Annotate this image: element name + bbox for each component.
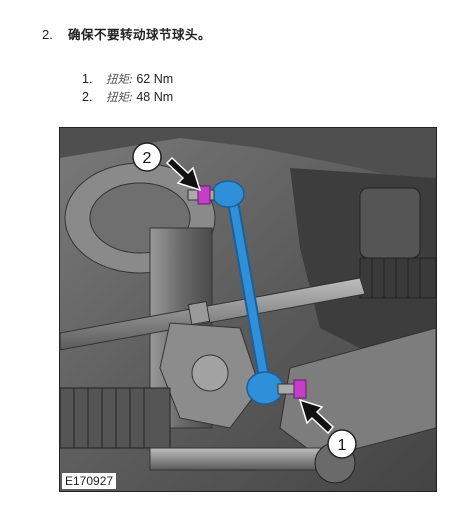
- callout-2: [132, 142, 162, 172]
- torque-item-2: 2. 扭矩: 48 Nm: [82, 89, 173, 105]
- callout-1: [327, 429, 357, 459]
- step-number: 2.: [42, 27, 53, 42]
- tie-rod: [60, 277, 366, 351]
- torque-label: 扭矩:: [106, 72, 133, 86]
- torque-value: 48 Nm: [136, 90, 174, 104]
- rack-boot-right: [359, 257, 436, 299]
- arrow-1: [298, 398, 335, 435]
- callout-1-label: 1: [338, 437, 347, 454]
- torque-number: 1.: [82, 72, 93, 86]
- illustration-figure: 2 1 E170927: [59, 127, 437, 492]
- torque-number: 2.: [82, 90, 93, 104]
- step-line: 2. 确保不要转动球节球头。: [42, 24, 211, 43]
- lower-nut: [293, 379, 307, 399]
- arrow-2: [165, 156, 202, 192]
- torque-label: 扭矩:: [106, 90, 133, 104]
- stabilizer-link: [211, 180, 284, 405]
- figure-id: E170927: [62, 473, 117, 489]
- upper-nut: [197, 185, 211, 205]
- suspension-illustration: 2 1: [60, 128, 436, 491]
- body-panel: [60, 128, 436, 188]
- rack-boot-left: [60, 387, 171, 449]
- torque-value: 62 Nm: [136, 72, 174, 86]
- torque-item-1: 1. 扭矩: 62 Nm: [82, 71, 173, 87]
- step-text: 确保不要转动球节球头。: [68, 27, 212, 42]
- callout-2-label: 2: [143, 150, 152, 167]
